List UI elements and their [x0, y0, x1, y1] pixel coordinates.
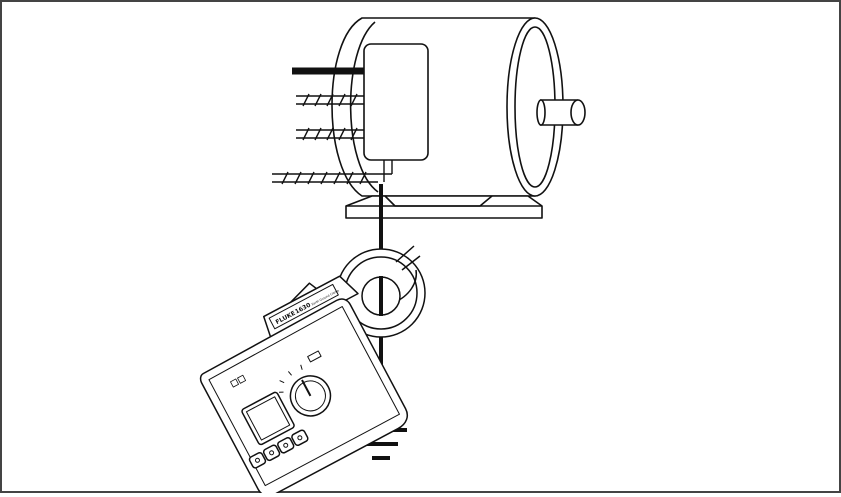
button-3-icon	[283, 442, 289, 448]
meter-display-window	[245, 396, 291, 441]
terminal-box	[363, 43, 429, 161]
electric-motor	[331, 17, 586, 219]
button-2-icon	[269, 450, 275, 456]
clamp-jaw-split	[395, 245, 421, 271]
clamp-meter: FLUKE 1630 Earth Ground Clamp	[199, 245, 426, 497]
button-1-icon	[254, 457, 260, 463]
button-4-icon	[297, 435, 303, 441]
motor-base	[345, 195, 543, 219]
meter-display	[241, 391, 295, 446]
rotary-dial-pointer	[301, 379, 312, 397]
motor-back-curve	[349, 21, 379, 193]
meter-buttons	[248, 429, 309, 469]
motor-base-inner	[384, 195, 493, 207]
meter-button-3[interactable]	[277, 436, 295, 454]
conduit-2	[296, 127, 364, 141]
meter-button-4[interactable]	[291, 429, 309, 447]
dial-markings	[279, 350, 322, 393]
conduit-1	[296, 93, 364, 107]
meter-body-bevel	[208, 306, 400, 487]
supply-conductors	[272, 67, 393, 185]
terminal-lead	[382, 160, 393, 182]
motor-shaft-end	[570, 99, 586, 126]
motor-shaft-root	[536, 99, 546, 126]
meter-button-2[interactable]	[262, 444, 281, 462]
meter-body-group: FLUKE 1630 Earth Ground Clamp	[199, 275, 408, 497]
meter-button-1[interactable]	[248, 452, 267, 469]
meter-brand-plate	[268, 283, 339, 330]
conduit-ground	[272, 171, 382, 185]
meter-symbols	[230, 374, 247, 388]
